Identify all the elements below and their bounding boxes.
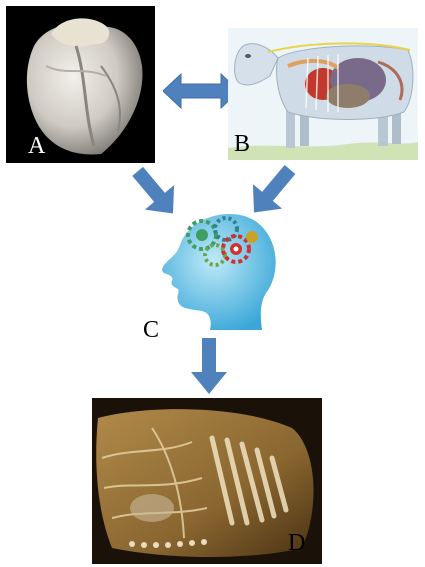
label-d: D — [288, 531, 305, 555]
label-c: C — [143, 318, 159, 342]
brain-gears-icon — [140, 205, 288, 350]
label-b: B — [234, 132, 250, 156]
panel-b: B — [228, 28, 418, 160]
label-a: A — [28, 134, 45, 158]
cow-anatomy-illustration — [228, 28, 418, 160]
panel-c: C — [140, 205, 288, 350]
down-arrow-icon — [191, 338, 227, 394]
panel-d: D — [92, 398, 322, 564]
panel-a: A — [6, 6, 155, 163]
